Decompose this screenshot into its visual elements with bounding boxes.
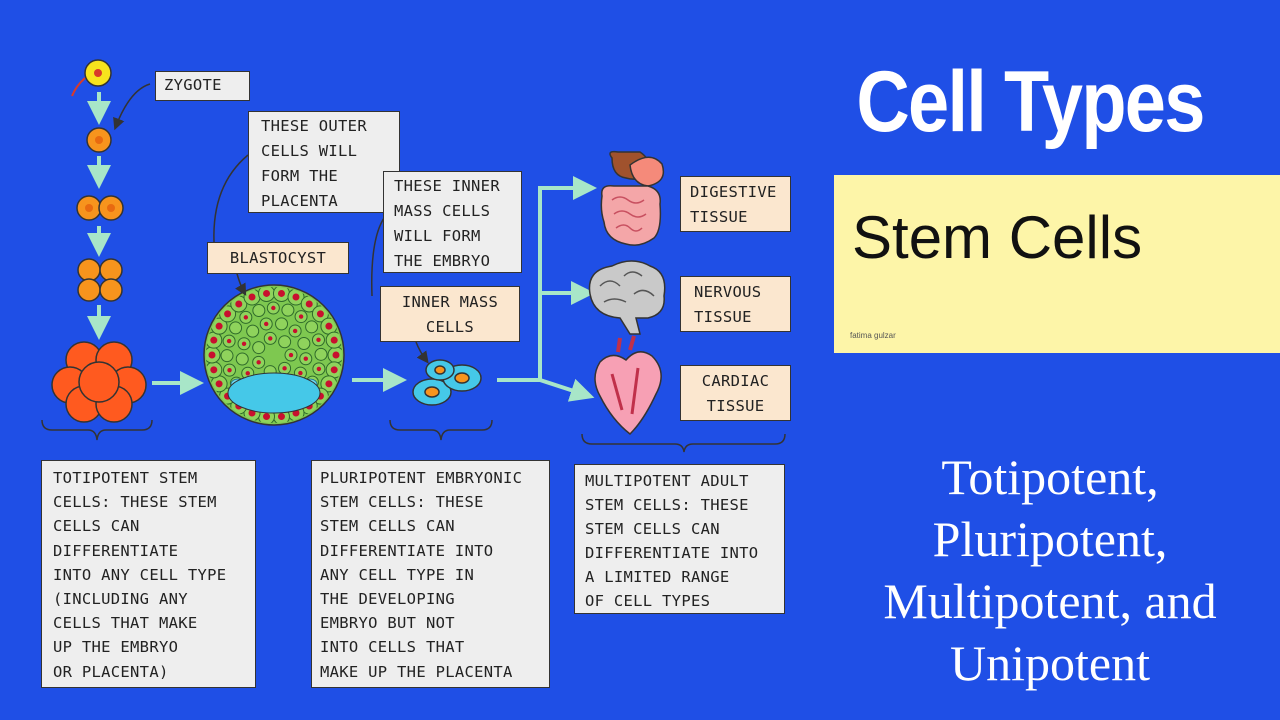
braces <box>41 419 786 453</box>
inner-mass-label: INNER MASS CELLS <box>380 286 520 342</box>
cardiac-tissue-label: CARDIAC TISSUE <box>680 365 791 421</box>
zygote-label: ZYGOTE <box>155 71 250 101</box>
page-title: Cell Types <box>856 54 1205 150</box>
totipotent-description: TOTIPOTENT STEM CELLS: THESE STEM CELLS … <box>41 460 256 688</box>
outer-cells-label: THESE OUTER CELLS WILL FORM THE PLACENTA <box>248 111 400 213</box>
eight-cell-icon <box>77 258 123 302</box>
two-cell-icon <box>86 127 112 153</box>
blastocyst-icon <box>203 284 345 426</box>
digestive-organs-icon <box>600 150 665 246</box>
brain-icon <box>588 260 666 335</box>
multipotent-description: MULTIPOTENT ADULT STEM CELLS: THESE STEM… <box>574 464 785 614</box>
pluripotent-description: PLURIPOTENT EMBRYONIC STEM CELLS: THESE … <box>311 460 550 688</box>
morula-icon <box>51 341 147 423</box>
subtitle-box: Stem Cells fatima gulzar <box>834 175 1280 353</box>
development-arrows <box>87 92 597 402</box>
inner-mass-cells-icon <box>412 359 482 406</box>
inner-cells-label: THESE INNER MASS CELLS WILL FORM THE EMB… <box>383 171 522 273</box>
zygote-cell-icon <box>71 59 112 97</box>
stem-cell-diagram <box>41 59 786 453</box>
potency-types: Totipotent, Pluripotent, Multipotent, an… <box>883 449 1217 691</box>
heart-icon <box>594 335 662 435</box>
four-cell-icon <box>76 195 124 221</box>
blastocyst-label: BLASTOCYST <box>207 242 349 274</box>
digestive-tissue-label: DIGESTIVE TISSUE <box>680 176 791 232</box>
subtitle: Stem Cells <box>852 204 1143 271</box>
author-credit: fatima gulzar <box>850 331 896 340</box>
nervous-tissue-label: NERVOUS TISSUE <box>680 276 791 332</box>
